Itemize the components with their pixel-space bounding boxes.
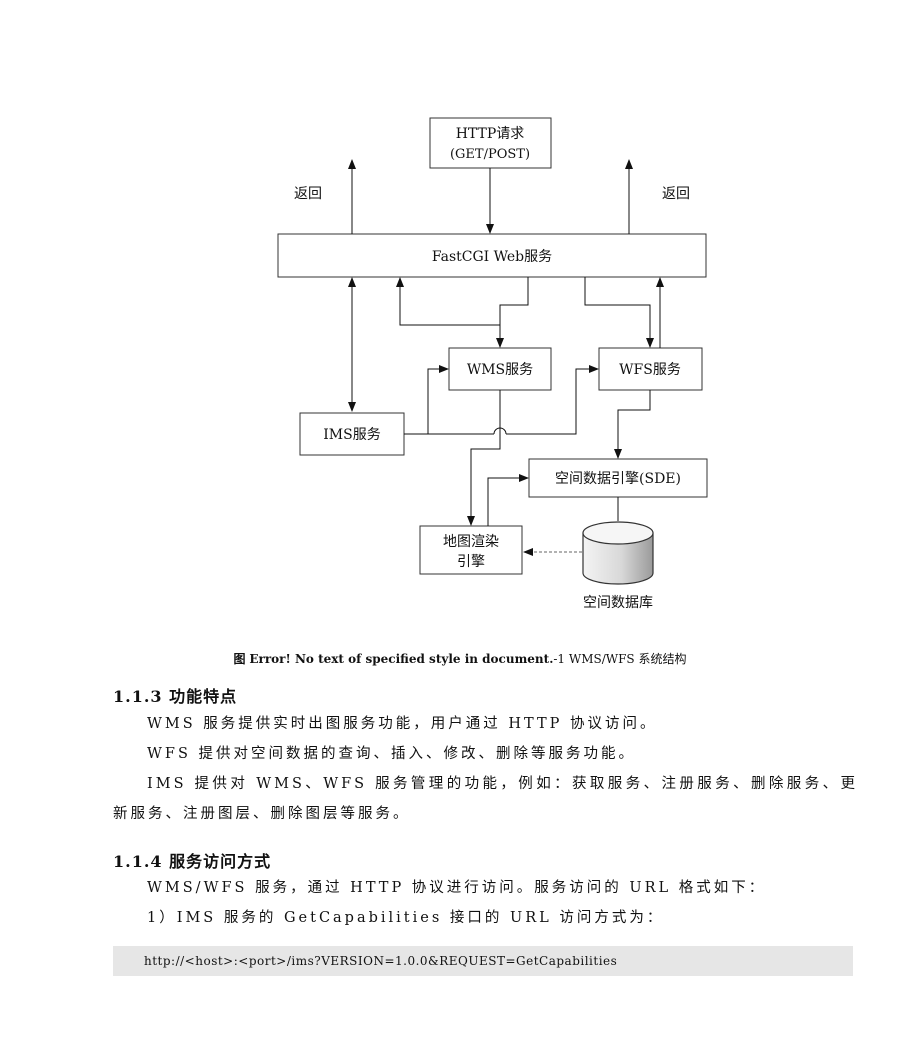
paragraph-wfs: WFS 提供对空间数据的查询、插入、修改、删除等服务功能。 <box>147 746 637 762</box>
wfs-box: WFS服务 <box>598 347 703 391</box>
svg-text:空间数据引擎(SDE): 空间数据引擎(SDE) <box>555 471 681 487</box>
section-heading-1-1-3: 1.1.3 功能特点 <box>113 687 238 706</box>
fastcgi-box: FastCGI Web服务 <box>277 233 707 278</box>
code-url-block: http://<host>:<port>/ims?VERSION=1.0.0&R… <box>113 946 853 976</box>
wms-box: WMS服务 <box>448 347 552 391</box>
architecture-diagram: HTTP请求 (GET/POST) FastCGI Web服务 WMS服务 WF… <box>277 117 708 611</box>
caption-suffix: -1 WMS/WFS 系统结构 <box>553 652 687 666</box>
database-icon <box>582 521 654 585</box>
section-heading-1-1-4: 1.1.4 服务访问方式 <box>113 852 272 871</box>
http-request-box: HTTP请求 (GET/POST) <box>429 117 552 169</box>
caption-error-text: Error! No text of specified style in doc… <box>249 652 554 666</box>
return-label-right: 返回 <box>662 186 690 202</box>
caption-prefix: 图 <box>233 652 246 666</box>
paragraph-ims: IMS 提供对 WMS、WFS 服务管理的功能，例如：获取服务、注册服务、删除服… <box>113 776 858 822</box>
database-label: 空间数据库 <box>583 595 653 611</box>
svg-text:FastCGI Web服务: FastCGI Web服务 <box>432 249 552 265</box>
svg-text:引擎: 引擎 <box>457 554 485 570</box>
svg-text:WFS服务: WFS服务 <box>619 362 681 378</box>
svg-text:(GET/POST): (GET/POST) <box>450 147 530 162</box>
svg-text:地图渲染: 地图渲染 <box>443 534 499 550</box>
ims-box: IMS服务 <box>299 412 405 456</box>
paragraph-ims-getcapabilities: 1）IMS 服务的 GetCapabilities 接口的 URL 访问方式为： <box>147 910 665 926</box>
return-label-left: 返回 <box>294 186 322 202</box>
figure-caption: 图 Error! No text of specified style in d… <box>0 650 920 667</box>
svg-text:IMS服务: IMS服务 <box>323 427 380 443</box>
paragraph-wms: WMS 服务提供实时出图服务功能，用户通过 HTTP 协议访问。 <box>147 716 658 732</box>
svg-text:HTTP请求: HTTP请求 <box>456 126 525 142</box>
diagram-connectors <box>348 159 664 556</box>
map-render-engine-box: 地图渲染 引擎 <box>419 525 523 575</box>
sde-box: 空间数据引擎(SDE) <box>528 458 708 498</box>
paragraph-access: WMS/WFS 服务，通过 HTTP 协议进行访问。服务访问的 URL 格式如下… <box>147 880 767 896</box>
svg-text:WMS服务: WMS服务 <box>467 362 533 378</box>
